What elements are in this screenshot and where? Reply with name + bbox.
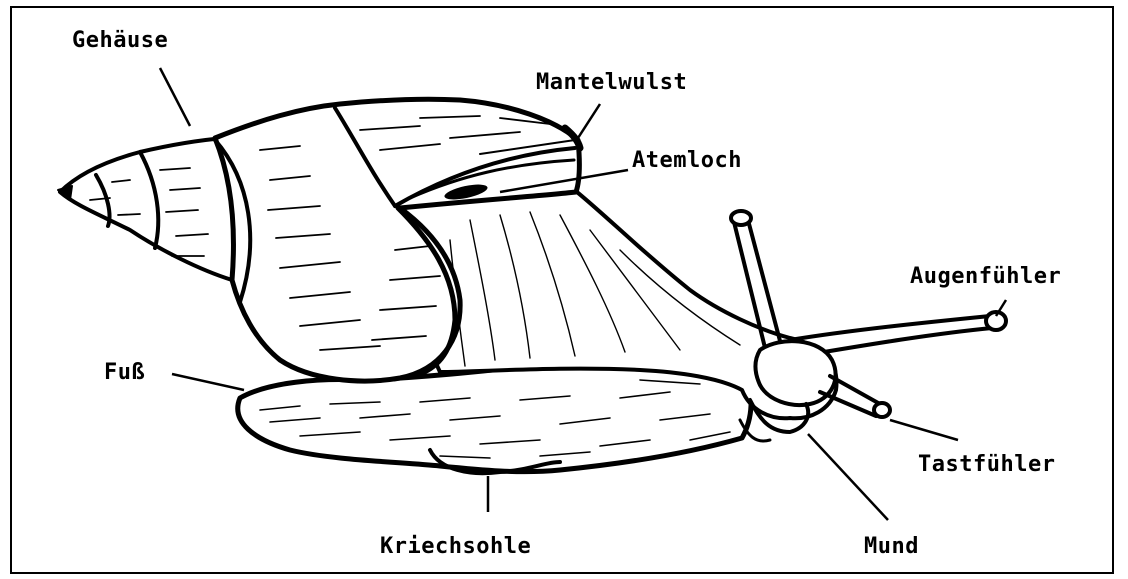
label-tastfuehler: Tastfühler (918, 452, 1055, 477)
label-kriechsohle: Kriechsohle (380, 534, 531, 559)
shell-apex (60, 138, 234, 280)
label-augenfuehler: Augenfühler (910, 264, 1061, 289)
label-mund: Mund (864, 534, 919, 559)
label-mantelwulst: Mantelwulst (536, 70, 687, 95)
label-fuss: Fuß (104, 360, 145, 385)
label-gehaeuse: Gehäuse (72, 28, 168, 53)
label-atemloch: Atemloch (632, 148, 742, 173)
